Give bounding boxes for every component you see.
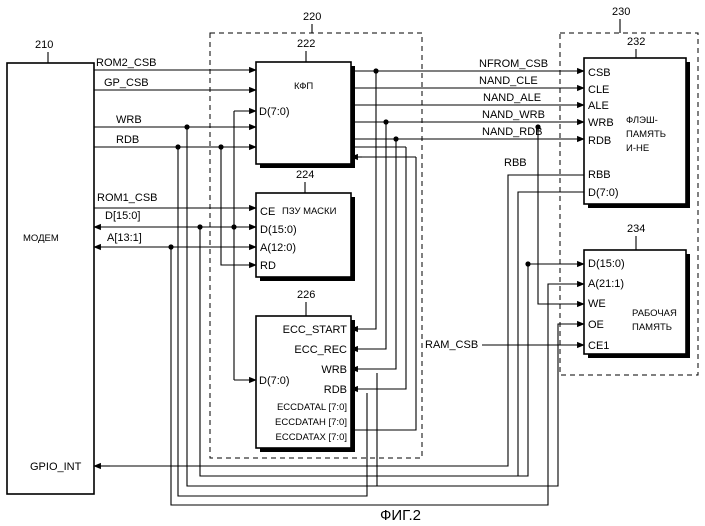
- flash-port-wrb: WRB: [588, 117, 614, 129]
- ram-port-d: D(15:0): [588, 258, 625, 270]
- mask-rom-port-rd: RD: [260, 260, 276, 272]
- ref-group230: 230: [612, 6, 630, 18]
- flash-port-d: D(7:0): [588, 187, 619, 199]
- sig-rdb: RDB: [116, 134, 139, 146]
- sig-nand-cle: NAND_CLE: [479, 75, 538, 87]
- ram-title-1: РАБОЧАЯ: [632, 308, 677, 319]
- sig-ram-csb: RAM_CSB: [425, 339, 478, 351]
- ecc-port-rec: ECC_REC: [294, 344, 347, 356]
- sig-d: D[15:0]: [105, 210, 140, 222]
- sig-rbb: RBB: [504, 157, 527, 169]
- ram-title-2: ПАМЯТЬ: [632, 322, 672, 333]
- mask-rom-port-a: A(12:0): [260, 242, 296, 254]
- flash-port-cle: CLE: [588, 84, 609, 96]
- sig-rom2-csb: ROM2_CSB: [96, 57, 157, 69]
- ref-kfp: 222: [297, 38, 315, 50]
- sig-rom1-csb: ROM1_CSB: [97, 192, 158, 204]
- flash-port-rbb: RBB: [588, 169, 611, 181]
- mask-rom-title: ПЗУ МАСКИ: [282, 206, 337, 217]
- ref-modem: 210: [35, 39, 53, 51]
- ref-mask-rom: 224: [296, 169, 314, 181]
- ram-port-we: WE: [588, 298, 606, 310]
- figure-caption: ФИГ.2: [380, 507, 421, 524]
- ecc-port-datah: ECCDATAH [7:0]: [275, 417, 347, 428]
- ref-group220: 220: [303, 11, 321, 23]
- ram-port-a: A(21:1): [588, 278, 624, 290]
- ecc-port-datal: ECCDATAL [7:0]: [277, 402, 347, 413]
- modem-gpio-port: GPIO_INT: [30, 461, 82, 473]
- ref-flash: 232: [627, 36, 645, 48]
- kfp-d-port: D(7:0): [259, 106, 290, 118]
- sig-wrb: WRB: [116, 114, 142, 126]
- sig-a: A[13:1]: [107, 232, 142, 244]
- ecc-port-wrb: WRB: [321, 364, 347, 376]
- flash-title-2: ПАМЯТЬ: [626, 129, 666, 140]
- kfp-title: КФП: [294, 81, 313, 92]
- wires-kfp-ecc: [351, 68, 416, 430]
- flash-title-1: ФЛЭШ-: [626, 115, 658, 126]
- ram-port-oe: OE: [588, 319, 604, 331]
- ram-port-ce1: CE1: [588, 340, 609, 352]
- ecc-port-datax: ECCDATAX [7:0]: [276, 432, 347, 443]
- modem-title: МОДЕМ: [23, 233, 59, 244]
- ecc-port-d: D(7:0): [259, 375, 290, 387]
- sig-nand-wrb: NAND_WRB: [482, 109, 545, 121]
- ecc-port-start: ECC_START: [283, 324, 348, 336]
- sig-gp-csb: GP_CSB: [104, 77, 149, 89]
- ecc-port-rdb: RDB: [324, 384, 347, 396]
- mask-rom-port-d: D(15:0): [260, 224, 297, 236]
- flash-port-rdb: RDB: [588, 135, 611, 147]
- modem-box: [7, 63, 94, 494]
- mask-rom-port-ce: CE: [260, 206, 275, 218]
- sig-nfrom-csb: NFROM_CSB: [479, 58, 548, 70]
- flash-port-csb: CSB: [588, 67, 611, 79]
- sig-nand-ale: NAND_ALE: [483, 92, 541, 104]
- ref-ram: 234: [627, 223, 645, 235]
- sig-nand-rdb: NAND_RDB: [482, 126, 543, 138]
- flash-title-3: И-НЕ: [626, 143, 649, 154]
- flash-port-ale: ALE: [588, 100, 609, 112]
- wires-kfp-d-bus: [231, 111, 256, 380]
- ref-ecc: 226: [297, 289, 315, 301]
